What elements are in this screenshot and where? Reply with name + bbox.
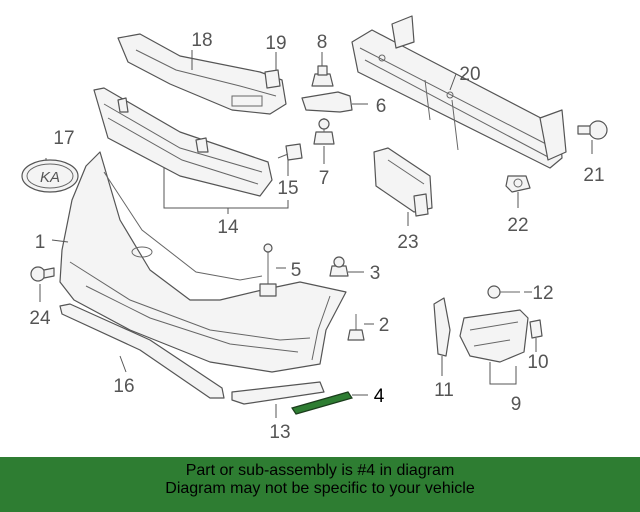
part-11-side-bracket (433, 297, 451, 357)
callout-23: 23 (397, 232, 418, 253)
part-10-clip (529, 319, 543, 339)
parts-diagram: KA (21, 15, 608, 443)
callout-18: 18 (191, 30, 212, 51)
callout-9: 9 (511, 394, 522, 415)
part-15-screw (277, 143, 303, 161)
part-21-fastener (577, 120, 608, 140)
emblem-lettering: KA (40, 169, 60, 186)
callout-22: 22 (507, 215, 528, 236)
part-6-bracket (301, 91, 353, 113)
part-20-bumper-beam (351, 15, 567, 169)
part-4-highlighted-strip (291, 391, 353, 415)
callout-14: 14 (217, 217, 239, 238)
callout-24: 24 (29, 308, 51, 329)
part-23-sensor (373, 147, 433, 217)
leader-lines (39, 50, 593, 418)
callout-19: 19 (265, 33, 286, 54)
callout-3: 3 (370, 263, 381, 284)
part-24-clip (30, 266, 55, 282)
part-3-nut (329, 256, 349, 277)
part-22-nut (505, 175, 531, 193)
callout-8: 8 (317, 32, 328, 53)
callout-20: 20 (459, 64, 480, 85)
part-14-grille (93, 87, 273, 197)
callout-1: 1 (35, 232, 46, 253)
part-16-lower-lip (59, 303, 225, 399)
callout-16: 16 (113, 376, 134, 397)
callout-2: 2 (379, 315, 390, 336)
part-12-bolt (487, 285, 520, 299)
part-19-clip (264, 69, 281, 89)
banner-line-1: Part or sub-assembly is #4 in diagram (185, 462, 455, 479)
callout-17: 17 (53, 128, 74, 149)
part-8-nut (311, 65, 334, 87)
callout-15: 15 (277, 178, 298, 199)
part-13-lower-garnish (231, 381, 325, 405)
callout-labels: 1 2 3 4 5 6 7 8 9 10 11 12 13 14 15 16 1… (29, 30, 604, 443)
part-1-bumper-cover (59, 151, 347, 373)
callout-21: 21 (583, 165, 604, 186)
callout-10: 10 (527, 352, 548, 373)
callout-13: 13 (269, 422, 290, 443)
info-banner: Part or sub-assembly is #4 in diagram Di… (0, 457, 640, 512)
callout-6: 6 (376, 96, 387, 117)
part-9-bracket-assembly (459, 309, 529, 363)
part-18-upper-absorber (117, 33, 287, 115)
callout-12: 12 (532, 283, 553, 304)
part-2-bolt (347, 314, 365, 341)
callout-5: 5 (291, 260, 302, 281)
banner-line-2: Diagram may not be specific to your vehi… (165, 480, 475, 497)
callout-11: 11 (434, 380, 454, 401)
callout-4: 4 (374, 386, 385, 407)
part-5-bolt (259, 243, 277, 297)
part-17-emblem: KA (21, 159, 79, 193)
part-7-bolt (313, 118, 335, 145)
callout-7: 7 (319, 168, 330, 189)
